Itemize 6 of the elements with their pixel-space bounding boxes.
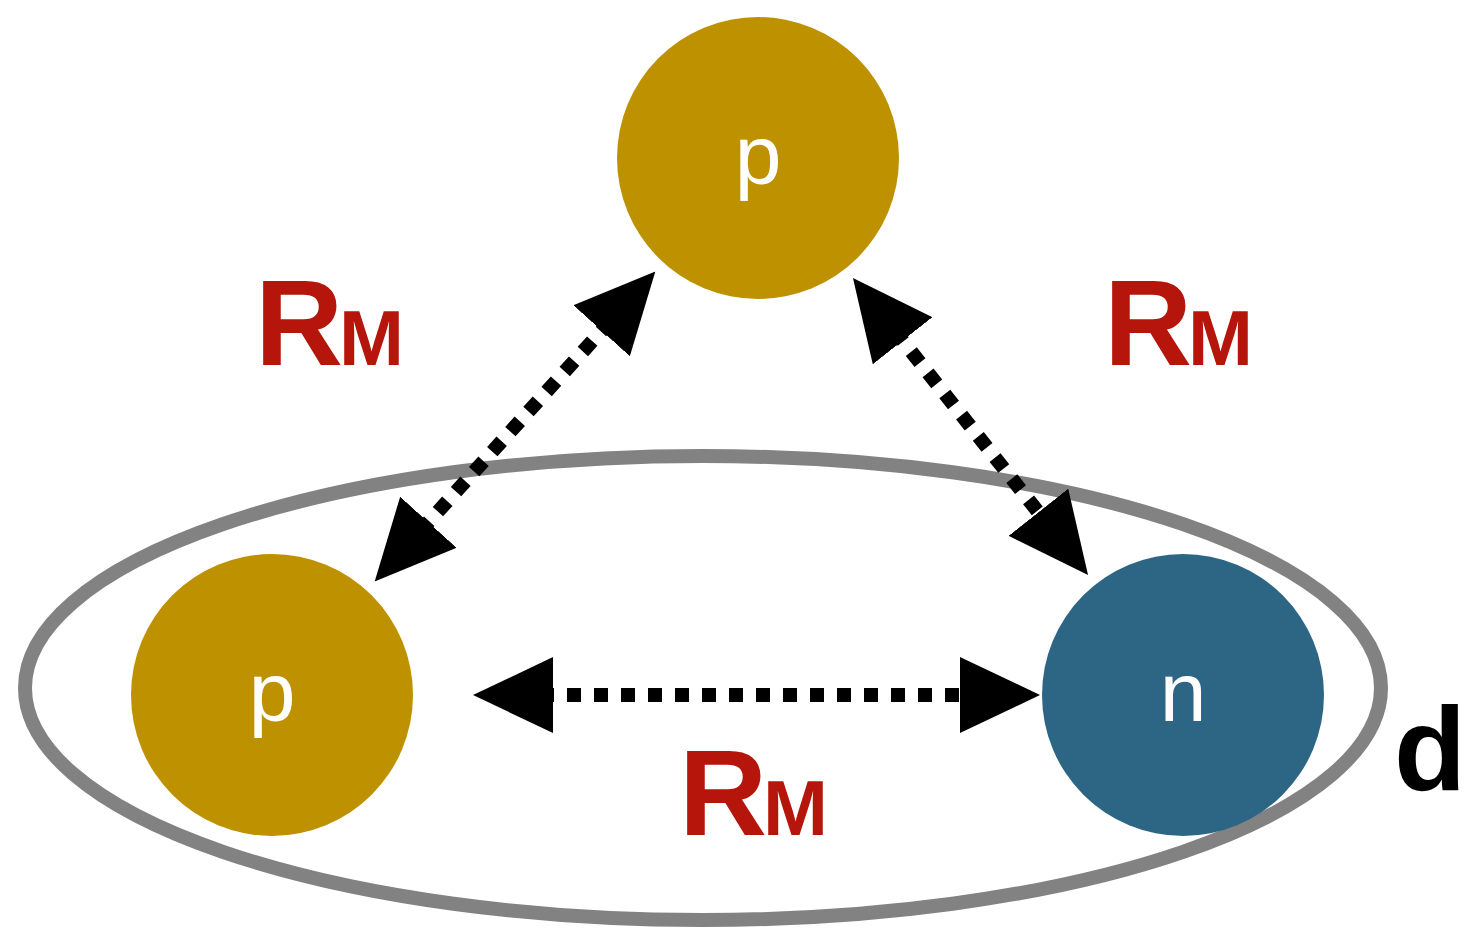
ellipse-outline xyxy=(18,449,1388,927)
particle-label: n xyxy=(1159,650,1207,734)
node-caption: d xyxy=(1394,690,1467,808)
double-headed-arrow xyxy=(852,277,1089,576)
double-headed-arrow xyxy=(374,271,656,582)
double-headed-arrow xyxy=(473,657,1040,733)
